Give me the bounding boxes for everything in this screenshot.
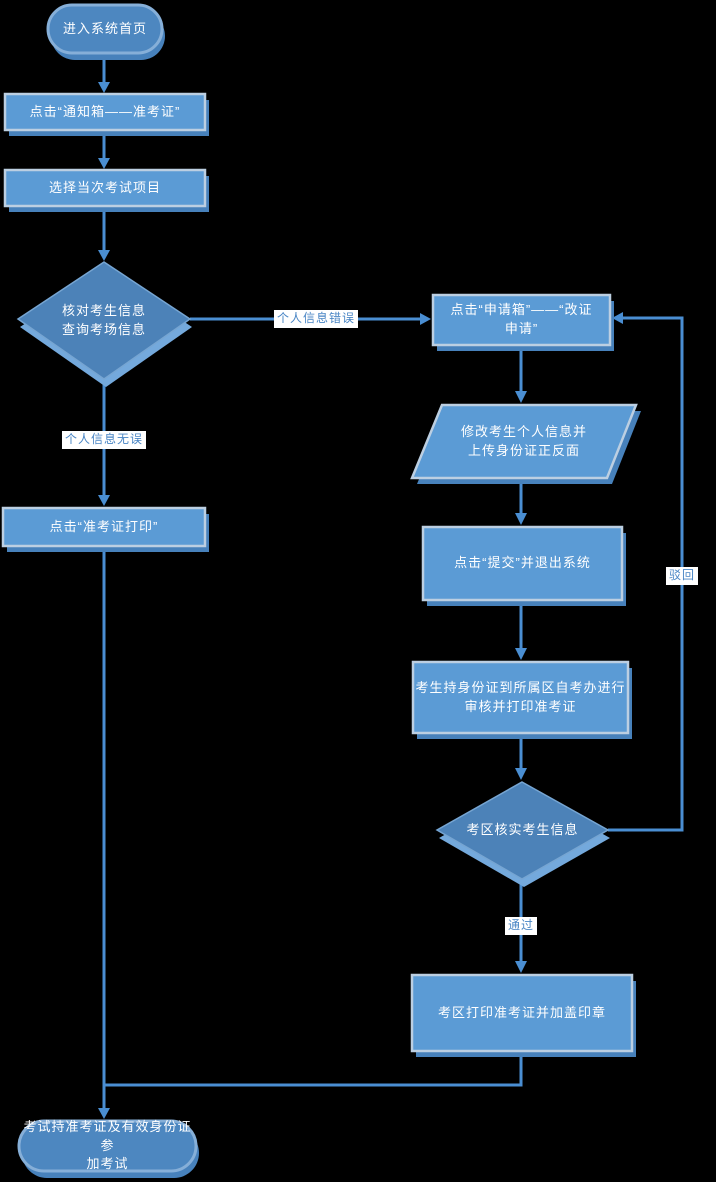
node-click-notice xyxy=(3,92,209,136)
edge-label-reject: 驳回 xyxy=(665,567,699,585)
arrowhead-icon xyxy=(98,1108,110,1119)
node-district-print xyxy=(410,973,636,1057)
arrowhead-icon xyxy=(98,250,110,261)
arrowhead-icon xyxy=(515,961,527,973)
node-print-ticket xyxy=(1,506,209,552)
node-check-info-decision xyxy=(16,261,192,387)
arrowhead-icon xyxy=(98,158,110,169)
edge-label-info-error: 个人信息错误 xyxy=(273,310,359,328)
edge-label-pass: 通过 xyxy=(504,917,538,935)
connector-lines xyxy=(98,53,684,1119)
node-district-verify-decision xyxy=(435,781,610,887)
arrowhead-icon xyxy=(420,313,431,325)
node-select-exam xyxy=(3,168,209,212)
node-office-review xyxy=(411,660,632,739)
arrowhead-icon xyxy=(515,391,527,403)
node-modify-info xyxy=(410,403,641,484)
node-start xyxy=(46,3,165,60)
arrowhead-icon xyxy=(98,495,110,506)
arrowhead-icon xyxy=(515,648,527,660)
arrowhead-icon xyxy=(515,513,527,525)
edge-label-info-ok: 个人信息无误 xyxy=(61,431,147,449)
arrowhead-icon xyxy=(98,82,110,93)
node-click-apply xyxy=(431,293,614,351)
node-end xyxy=(17,1119,199,1178)
arrowhead-icon xyxy=(612,312,623,324)
arrowhead-icon xyxy=(515,768,527,780)
node-submit-exit xyxy=(421,525,626,606)
edge-stamp-to-join xyxy=(104,1051,523,1087)
